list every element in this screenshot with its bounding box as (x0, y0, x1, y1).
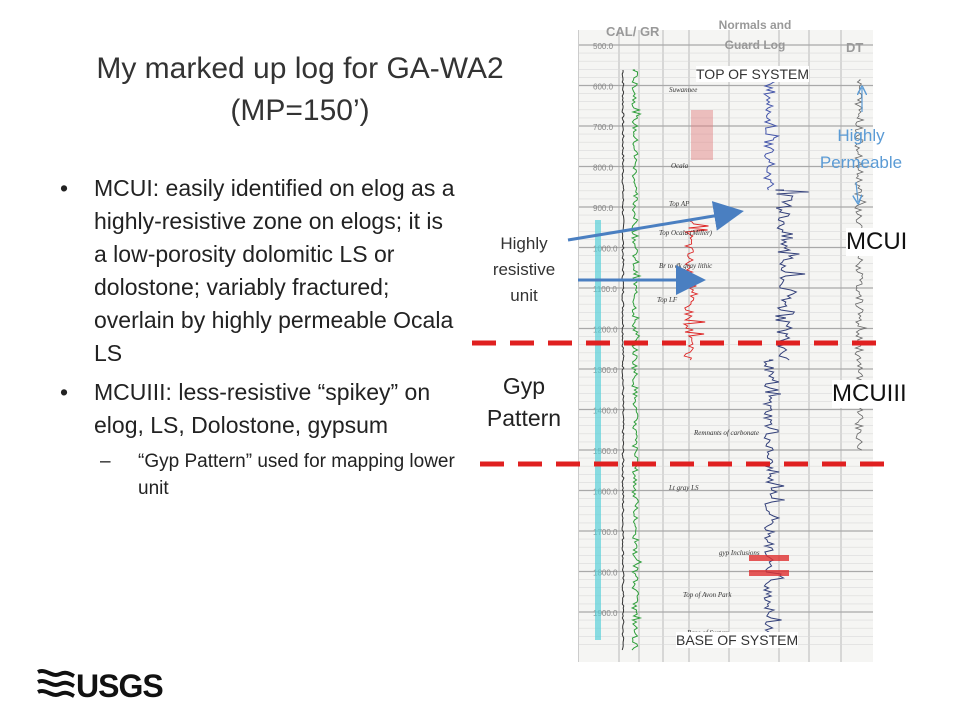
log-depth-label: 700.0 (593, 123, 614, 132)
hand-note: Top AP (669, 200, 690, 208)
log-grid: 500.0 600.0 700.0 800.0 900.0 1000.0 1100.0 120… (579, 30, 873, 662)
highly-resistive-label: Highly resistive unit (478, 231, 570, 309)
hand-note: Top LF (657, 296, 678, 304)
bullet-mcuiii: • MCUIII: less-resistive “spikey” on elo… (58, 376, 458, 442)
hand-note: Suwannee (669, 86, 697, 94)
highly-resistive-line1: Highly (500, 234, 548, 253)
gyp-red-mark (749, 555, 789, 561)
gamma-ray-trace (630, 69, 643, 651)
col-header-normals-line2: Guard Log (724, 38, 786, 52)
highly-permeable-line1: Highly (837, 126, 885, 145)
bullet-text: MCUI: easily identified on elog as a hig… (94, 175, 455, 366)
mcui-label: MCUI (846, 228, 908, 256)
usgs-wave-mark (37, 669, 75, 698)
title-line-1: My marked up log for GA-WA2 (96, 52, 504, 85)
col-header-normals-line1: Normals and (718, 18, 792, 32)
log-depth-label: 1400.0 (593, 407, 618, 416)
sub-bullet-gyp: – “Gyp Pattern” used for mapping lower u… (58, 448, 458, 502)
col-header-normals: Normals and Guard Log (700, 15, 810, 55)
log-depth-label: 1700.0 (593, 528, 618, 537)
hand-note: Top of Avon Park (683, 591, 732, 599)
highly-resistive-line3: unit (510, 286, 538, 305)
gyp-red-mark (749, 570, 789, 576)
mcuiii-label: MCUIII (832, 380, 907, 408)
permeable-down-arrow (856, 181, 858, 202)
bullet-list: • MCUI: easily identified on elog as a h… (58, 172, 458, 502)
bullet-dot: • (60, 379, 69, 405)
top-of-system-label: TOP OF SYSTEM (696, 66, 810, 82)
hand-note: Ocala (671, 162, 689, 170)
log-depth-label: 1500.0 (593, 447, 618, 456)
bullet-dot: • (60, 175, 69, 201)
log-depth-label: 1000.0 (593, 245, 618, 254)
log-depth-label: 600.0 (593, 83, 614, 92)
highly-permeable-label: Highly Permeable (808, 122, 914, 176)
normals-trace-mcui (775, 189, 809, 361)
normals-trace-lower (762, 359, 785, 641)
red-highlight-upper (691, 110, 713, 160)
log-traces (595, 69, 868, 651)
log-depth-label: 500.0 (593, 42, 614, 51)
gamma-fill-bar (595, 220, 601, 640)
log-depth-label: 900.0 (593, 204, 614, 213)
well-log-image: 500.0 600.0 700.0 800.0 900.0 1000.0 1100.0 120… (578, 30, 873, 662)
sub-bullet-dash: – (100, 451, 111, 472)
col-header-cal-gr: CAL/ GR (606, 24, 660, 39)
usgs-logo-text: USGS (76, 668, 163, 704)
base-of-system-label: BASE OF SYSTEM (676, 632, 799, 648)
well-log-drawing: 500.0 600.0 700.0 800.0 900.0 1000.0 1100.0 120… (579, 30, 873, 662)
log-depth-label: 1800.0 (593, 569, 618, 578)
log-depth-label: 1100.0 (593, 285, 617, 294)
hand-note: Top Ocala (Miller) (659, 229, 713, 237)
hand-note: Remnants of carbonate (693, 429, 759, 437)
log-depth-label: 1900.0 (593, 609, 618, 618)
hand-note: Lt gray LS (668, 484, 699, 492)
title-line-2: (MP=150’) (230, 94, 370, 127)
log-depth-label: 1200.0 (593, 326, 618, 335)
highly-permeable-line2: Permeable (819, 153, 903, 172)
gyp-pattern-label: Gyp Pattern (470, 370, 578, 434)
log-depth-label: 1600.0 (593, 488, 618, 497)
caliper-trace (621, 69, 625, 651)
slide-title: My marked up log for GA-WA2 (MP=150’) (40, 48, 560, 132)
bullet-text: MCUIII: less-resistive “spikey” on elog,… (94, 379, 431, 438)
usgs-logo: USGS (37, 668, 164, 704)
normals-trace-upper (762, 69, 781, 191)
hand-note: gyp Inclusions (719, 549, 760, 557)
sub-bullet-text: “Gyp Pattern” used for mapping lower uni… (138, 451, 455, 499)
col-header-dt: DT (846, 40, 864, 55)
gyp-pattern-line1: Gyp (502, 373, 546, 399)
bullet-mcui: • MCUI: easily identified on elog as a h… (58, 172, 458, 370)
highly-resistive-line2: resistive (492, 260, 556, 279)
resistive-arrow-upper (567, 201, 744, 242)
gyp-pattern-line2: Pattern (486, 405, 562, 431)
log-depth-label: 800.0 (593, 164, 614, 173)
log-depth-label: 1300.0 (593, 366, 618, 375)
